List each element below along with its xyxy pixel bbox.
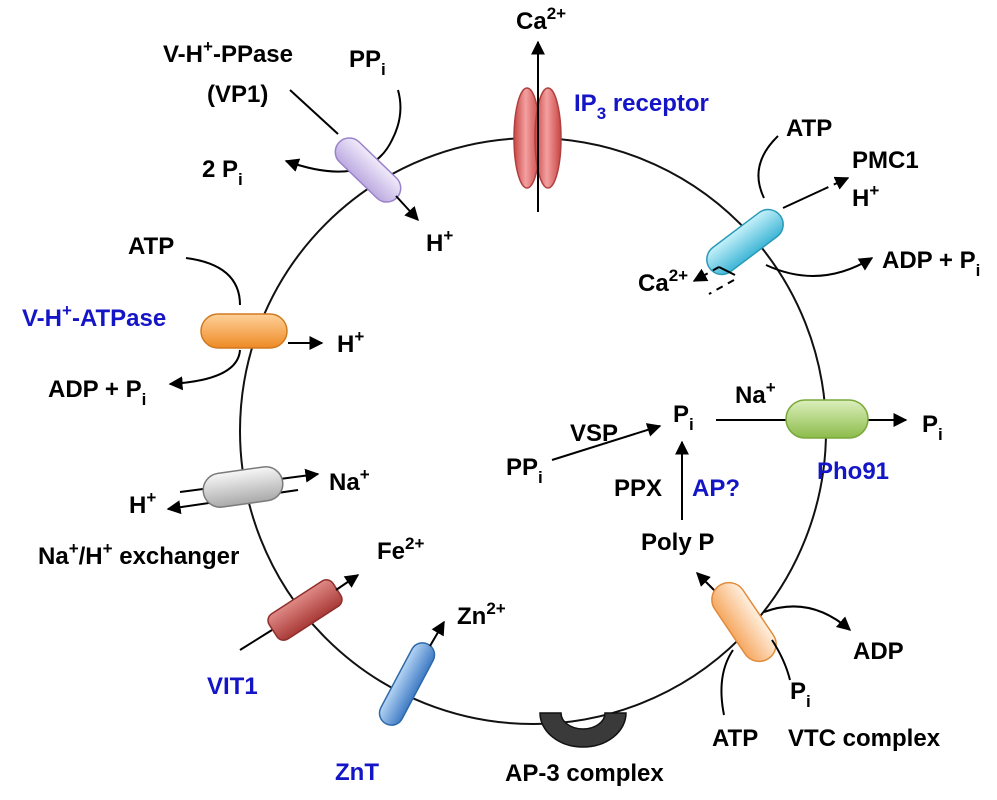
vtc-complex: [696, 572, 852, 716]
ppi-top-label: PPi: [349, 46, 386, 79]
h-pmc1-label: H+: [852, 181, 879, 212]
adp-pi-vatpase-label: ADP + Pi: [48, 376, 146, 409]
ip3-receptor: [513, 40, 562, 212]
ap3-label: AP-3 complex: [505, 760, 664, 787]
atp-pmc1-label: ATP: [786, 115, 832, 142]
zn-label: Zn2+: [457, 599, 506, 630]
vsp-label: VSP: [570, 420, 618, 447]
pi-out-label: Pi: [922, 411, 943, 444]
vit1-transporter: [239, 574, 360, 651]
h-nhx-label: H+: [129, 488, 156, 519]
h-vatpase-label: H+: [337, 327, 364, 358]
ppi-in-label: PPi: [506, 454, 543, 487]
pi-in-label: Pi: [673, 401, 694, 434]
na-nhx-label: Na+: [329, 465, 370, 496]
pho91-transporter: [716, 399, 908, 439]
vp1-pump: [284, 89, 419, 222]
ip3-receptor-label: IP3 receptor: [574, 90, 709, 123]
nhx-exchanger: [166, 466, 320, 515]
pmc1-label: PMC1: [852, 147, 919, 174]
znt-transporter: [378, 620, 445, 726]
znt-label: ZnT: [335, 759, 379, 786]
vp1-label: (VP1): [207, 81, 268, 108]
ca-top-label: Ca2+: [516, 4, 566, 35]
two-pi-label: 2 Pi: [202, 156, 243, 189]
vsp-arrow: [551, 423, 662, 461]
nhx-label: Na+/H+ exchanger: [38, 539, 239, 570]
ap3-complex: [539, 712, 627, 748]
v-atpase-pump: [168, 257, 324, 391]
atp-vatpase-label: ATP: [128, 233, 174, 260]
pho91-label: Pho91: [817, 458, 889, 485]
poly-p-label: Poly P: [641, 529, 714, 556]
pi-vtc-label: Pi: [790, 678, 811, 711]
v-atpase-label: V-H+-ATPase: [22, 301, 166, 332]
na-pho-label: Na+: [735, 378, 776, 409]
adp-pi-pmc1-label: ADP + Pi: [882, 247, 980, 280]
ppx-label: PPX: [614, 475, 662, 502]
vppase-label: V-H+-PPase: [163, 37, 293, 68]
ca-pmc1-label: Ca2+: [638, 266, 688, 297]
adp-vtc-label: ADP: [853, 638, 904, 665]
fe-label: Fe2+: [377, 534, 424, 565]
pmc1-pump: [692, 135, 874, 295]
atp-vtc-label: ATP: [712, 725, 758, 752]
h-vp1-label: H+: [426, 226, 453, 257]
vit1-label: VIT1: [207, 673, 258, 700]
vtc-label: VTC complex: [788, 725, 941, 752]
ap-question-label: AP?: [692, 475, 740, 502]
